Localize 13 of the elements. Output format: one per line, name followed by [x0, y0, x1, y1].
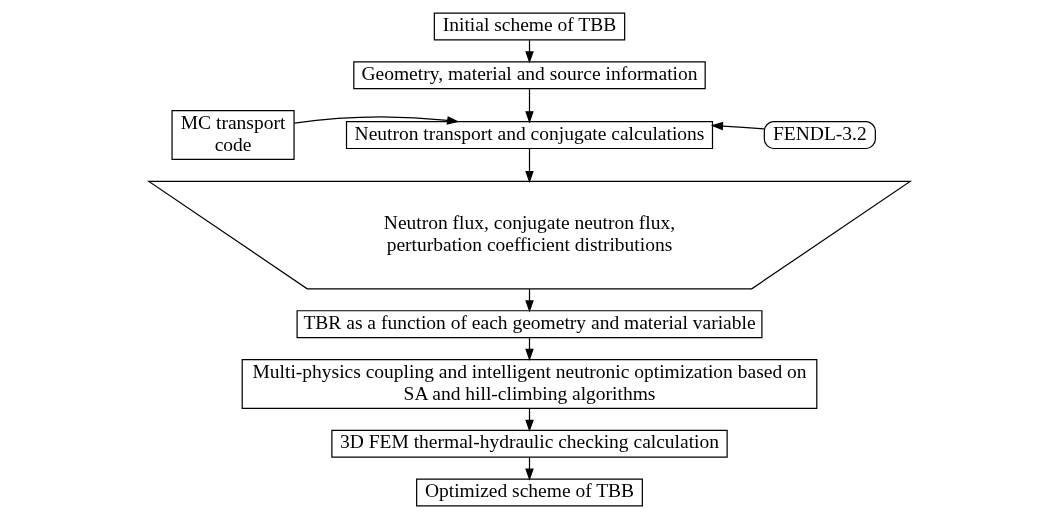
node-box: 3D FEM thermal-hydraulic checking calculation — [331, 429, 728, 458]
node-box: FENDL-3.2 — [763, 121, 876, 150]
arrow — [710, 121, 765, 131]
node-box: Optimized scheme of TBB — [416, 478, 643, 507]
node-box: TBR as a function of each geometry and material variable — [296, 310, 763, 339]
arrow — [525, 148, 534, 184]
arrow — [293, 116, 460, 125]
node-box: MC transport code — [171, 110, 295, 161]
arrow — [525, 88, 534, 124]
node-box: Neutron transport and conjugate calculations — [345, 121, 714, 150]
node-box: Initial scheme of TBB — [433, 12, 626, 41]
node-box: Multi-physics coupling and intelligent neutronic optimization based on SA and hill-climbing algorithms — [241, 358, 818, 409]
node-box: Geometry, material and source information — [353, 61, 706, 90]
